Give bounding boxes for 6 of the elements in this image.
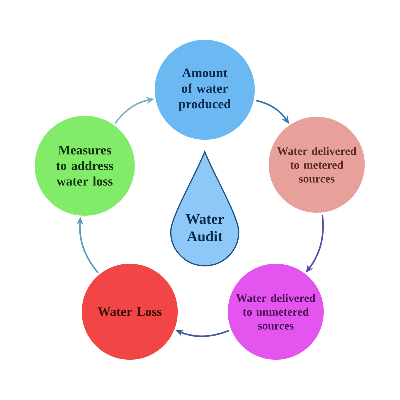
circle-node: Measures to address water loss: [35, 116, 135, 216]
circle-node: Water delivered to unmetered sources: [228, 264, 324, 360]
circle-node: Amount of water produced: [155, 40, 255, 140]
circle-node: Water delivered to metered sources: [269, 117, 365, 213]
circle-node: Water Loss: [82, 264, 178, 360]
water-drop: Water Audit: [170, 151, 240, 267]
